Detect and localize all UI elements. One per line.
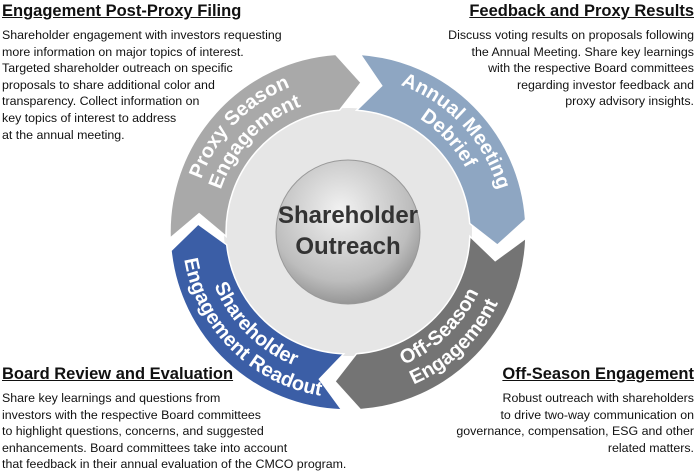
center-circle [275, 159, 421, 305]
block-body: Discuss voting results on proposals foll… [448, 28, 694, 109]
block-title: Feedback and Proxy Results [469, 2, 694, 20]
off-season-block: Off-Season Engagement Robust outreach wi… [364, 364, 694, 456]
block-body: Share key learnings and questions from i… [2, 391, 347, 472]
block-body: Robust outreach with shareholders to dri… [456, 391, 694, 455]
segment-arrow-annual-meeting [354, 53, 527, 247]
board-review-block: Board Review and Evaluation Share key le… [2, 364, 382, 473]
center-label-line2: Outreach [295, 233, 400, 260]
center-label-line1: Shareholder [278, 202, 418, 229]
block-title: Engagement Post-Proxy Filing [2, 2, 242, 20]
engagement-post-proxy-block: Engagement Post-Proxy Filing Shareholder… [2, 1, 332, 143]
block-body: Shareholder engagement with investors re… [2, 28, 282, 142]
segment-arrow-proxy-season [169, 53, 363, 240]
block-title: Board Review and Evaluation [2, 365, 234, 383]
block-title: Off-Season Engagement [502, 365, 694, 383]
segment-arrow-readout [170, 223, 346, 411]
feedback-proxy-results-block: Feedback and Proxy Results Discuss votin… [364, 1, 694, 110]
segment-arrow-off-season [333, 234, 527, 411]
